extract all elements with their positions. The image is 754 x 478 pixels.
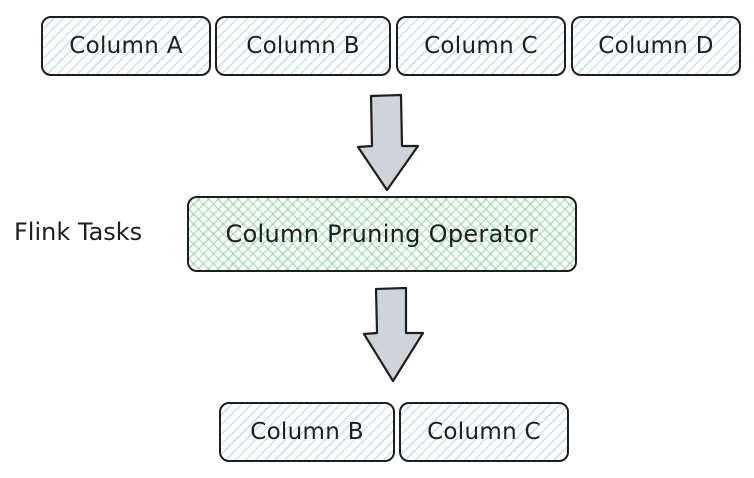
flink-tasks-label: Flink Tasks: [14, 218, 143, 246]
input-column-a: Column A: [41, 16, 211, 76]
down-arrow-icon: [356, 93, 420, 192]
input-column-c-label: Column C: [424, 33, 538, 59]
column-pruning-operator: Column Pruning Operator: [187, 196, 577, 272]
input-column-a-label: Column A: [69, 33, 183, 59]
operator-label: Column Pruning Operator: [225, 220, 539, 248]
output-column-c-label: Column C: [427, 419, 541, 445]
output-column-b: Column B: [219, 402, 395, 462]
output-column-b-label: Column B: [250, 419, 364, 445]
input-column-d: Column D: [571, 16, 741, 76]
down-arrow-icon: [362, 286, 425, 383]
output-column-c: Column C: [399, 402, 569, 462]
input-column-b-label: Column B: [246, 33, 360, 59]
input-column-b: Column B: [215, 16, 391, 76]
input-column-d-label: Column D: [598, 33, 714, 59]
input-column-c: Column C: [396, 16, 566, 76]
